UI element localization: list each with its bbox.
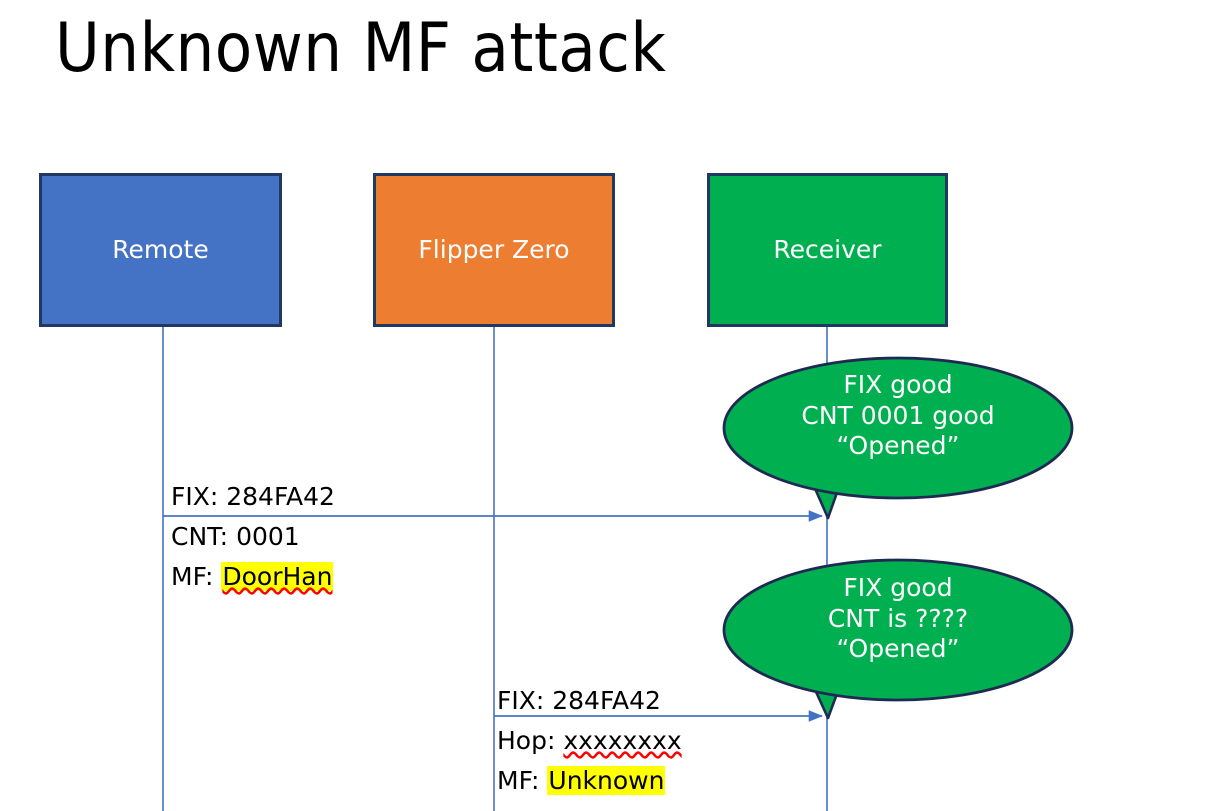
message-2-hop-value: xxxxxxxx — [563, 726, 682, 755]
actor-label-remote: Remote — [112, 235, 209, 264]
message-2-mf-value: Unknown — [547, 766, 666, 795]
speech-bubble-1-text: FIX good CNT 0001 good “Opened” — [724, 370, 1072, 462]
actor-box-flipper-zero[interactable]: Flipper Zero — [373, 173, 615, 327]
message-2-line-fix: FIX: 284FA42 — [497, 681, 682, 721]
message-1-cnt-value: 0001 — [236, 522, 300, 551]
message-2-fix-value: 284FA42 — [552, 686, 661, 715]
bubble-1-line-2: CNT 0001 good — [801, 400, 995, 430]
bubble-2-line-1: FIX good — [843, 573, 953, 602]
message-2-labels: FIX: 284FA42 Hop: xxxxxxxx MF: Unknown — [497, 681, 682, 801]
message-1-mf-value: DoorHan — [221, 562, 334, 591]
speech-bubble-2-text: FIX good CNT is ???? “Opened” — [724, 573, 1072, 665]
actor-label-flipper-zero: Flipper Zero — [418, 235, 570, 264]
message-1-fix-value: 284FA42 — [226, 482, 335, 511]
actor-box-receiver[interactable]: Receiver — [707, 173, 948, 327]
message-2-line-mf: MF: Unknown — [497, 761, 682, 801]
bubble-1-line-3: “Opened” — [836, 431, 960, 460]
message-1-line-mf: MF: DoorHan — [171, 557, 335, 597]
message-2-hop-prefix: Hop: — [497, 726, 564, 755]
bubble-1-line-1: FIX good — [843, 370, 953, 399]
message-2-mf-prefix: MF: — [497, 766, 548, 795]
bubble-2-line-3: “Opened” — [836, 634, 960, 663]
message-1-cnt-prefix: CNT: — [171, 522, 237, 551]
message-2-line-hop: Hop: xxxxxxxx — [497, 721, 682, 761]
bubble-2-line-2: CNT is ???? — [827, 603, 969, 633]
actor-label-receiver: Receiver — [773, 235, 882, 264]
message-1-mf-prefix: MF: — [171, 562, 222, 591]
page-title: Unknown MF attack — [55, 9, 667, 88]
message-1-labels: FIX: 284FA42 CNT: 0001 MF: DoorHan — [171, 477, 335, 597]
actor-box-remote[interactable]: Remote — [39, 173, 282, 327]
message-1-line-fix: FIX: 284FA42 — [171, 477, 335, 517]
message-1-fix-prefix: FIX: — [171, 482, 227, 511]
message-2-fix-prefix: FIX: — [497, 686, 553, 715]
message-1-line-cnt: CNT: 0001 — [171, 517, 335, 557]
